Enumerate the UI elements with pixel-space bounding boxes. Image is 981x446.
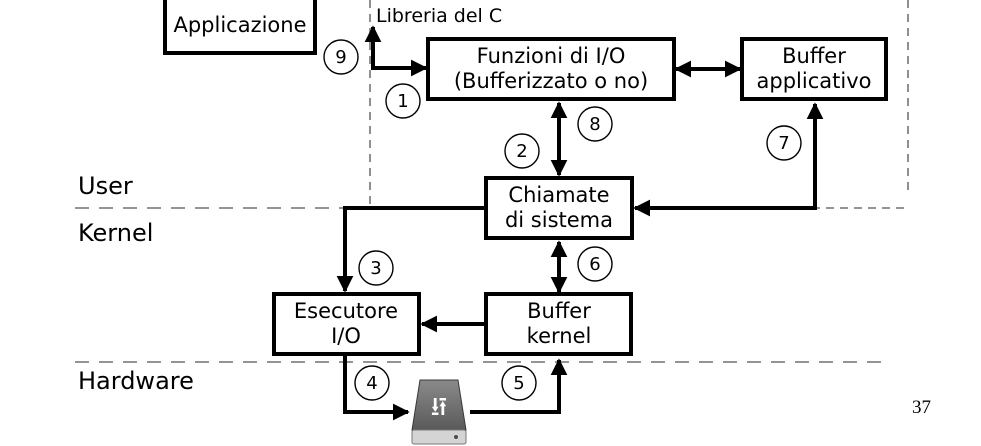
kernel-layer-label: Kernel: [78, 219, 153, 247]
step-3: 3: [358, 250, 394, 286]
box-buffer-applicativo-line1: Buffer: [782, 44, 846, 68]
box-applicazione-line1: Applicazione: [173, 13, 306, 37]
box-funzioni-io: Funzioni di I/O (Bufferizzato o no): [426, 37, 676, 101]
device-kernelbuffer-arrow: [470, 358, 568, 414]
step-markers: 1 2 3 4 5 6 7 8 9: [323, 39, 802, 401]
user-layer-label: User: [78, 172, 133, 200]
box-funzioni-io-line1: Funzioni di I/O: [477, 44, 626, 68]
box-chiamate-line1: Chiamate: [508, 183, 609, 207]
executor-device-arrow: [343, 356, 410, 421]
step-4: 4: [354, 365, 390, 401]
box-chiamate: Chiamate di sistema: [484, 176, 634, 240]
step-5: 5: [501, 365, 537, 401]
arrows: [336, 25, 824, 421]
step-9: 9: [323, 39, 359, 75]
box-buffer-applicativo: Buffer applicativo: [740, 37, 888, 101]
box-buffer-kernel: Buffer kernel: [484, 292, 633, 356]
syscall-appbuffer-arrow: [633, 102, 824, 217]
box-buffer-applicativo-line2: applicativo: [757, 69, 872, 93]
box-buffer-kernel-line1: Buffer: [527, 299, 591, 323]
usb-drive-icon: ⭿: [411, 379, 467, 445]
box-funzioni-io-line2: (Bufferizzato o no): [454, 69, 648, 93]
step-1-label: 1: [397, 91, 408, 112]
box-esecutore: Esecutore I/O: [272, 292, 421, 356]
box-buffer-kernel-line2: kernel: [527, 324, 592, 348]
step-9-label: 9: [335, 47, 346, 68]
step-2-label: 2: [516, 141, 527, 162]
step-1: 1: [385, 83, 421, 119]
usb-symbol: ⭿: [431, 393, 448, 423]
page-number: 37: [912, 397, 931, 418]
step-3-label: 3: [370, 258, 381, 279]
app-to-io-arrow: [364, 25, 428, 77]
box-chiamate-line2: di sistema: [505, 208, 613, 232]
box-esecutore-line1: Esecutore: [294, 299, 398, 323]
library-label: Libreria del C: [376, 5, 502, 27]
box-esecutore-line2: I/O: [331, 324, 361, 348]
step-4-label: 4: [366, 373, 377, 394]
step-6-label: 6: [589, 254, 600, 275]
box-applicazione: Applicazione: [163, 0, 317, 55]
step-6: 6: [577, 246, 613, 282]
hardware-layer-label: Hardware: [78, 367, 194, 395]
syscall-executor-arrow: [336, 206, 484, 293]
step-7: 7: [766, 125, 802, 161]
step-5-label: 5: [513, 373, 524, 394]
step-8: 8: [577, 106, 613, 142]
step-8-label: 8: [589, 114, 600, 135]
step-7-label: 7: [778, 133, 789, 154]
step-2: 2: [504, 133, 540, 169]
